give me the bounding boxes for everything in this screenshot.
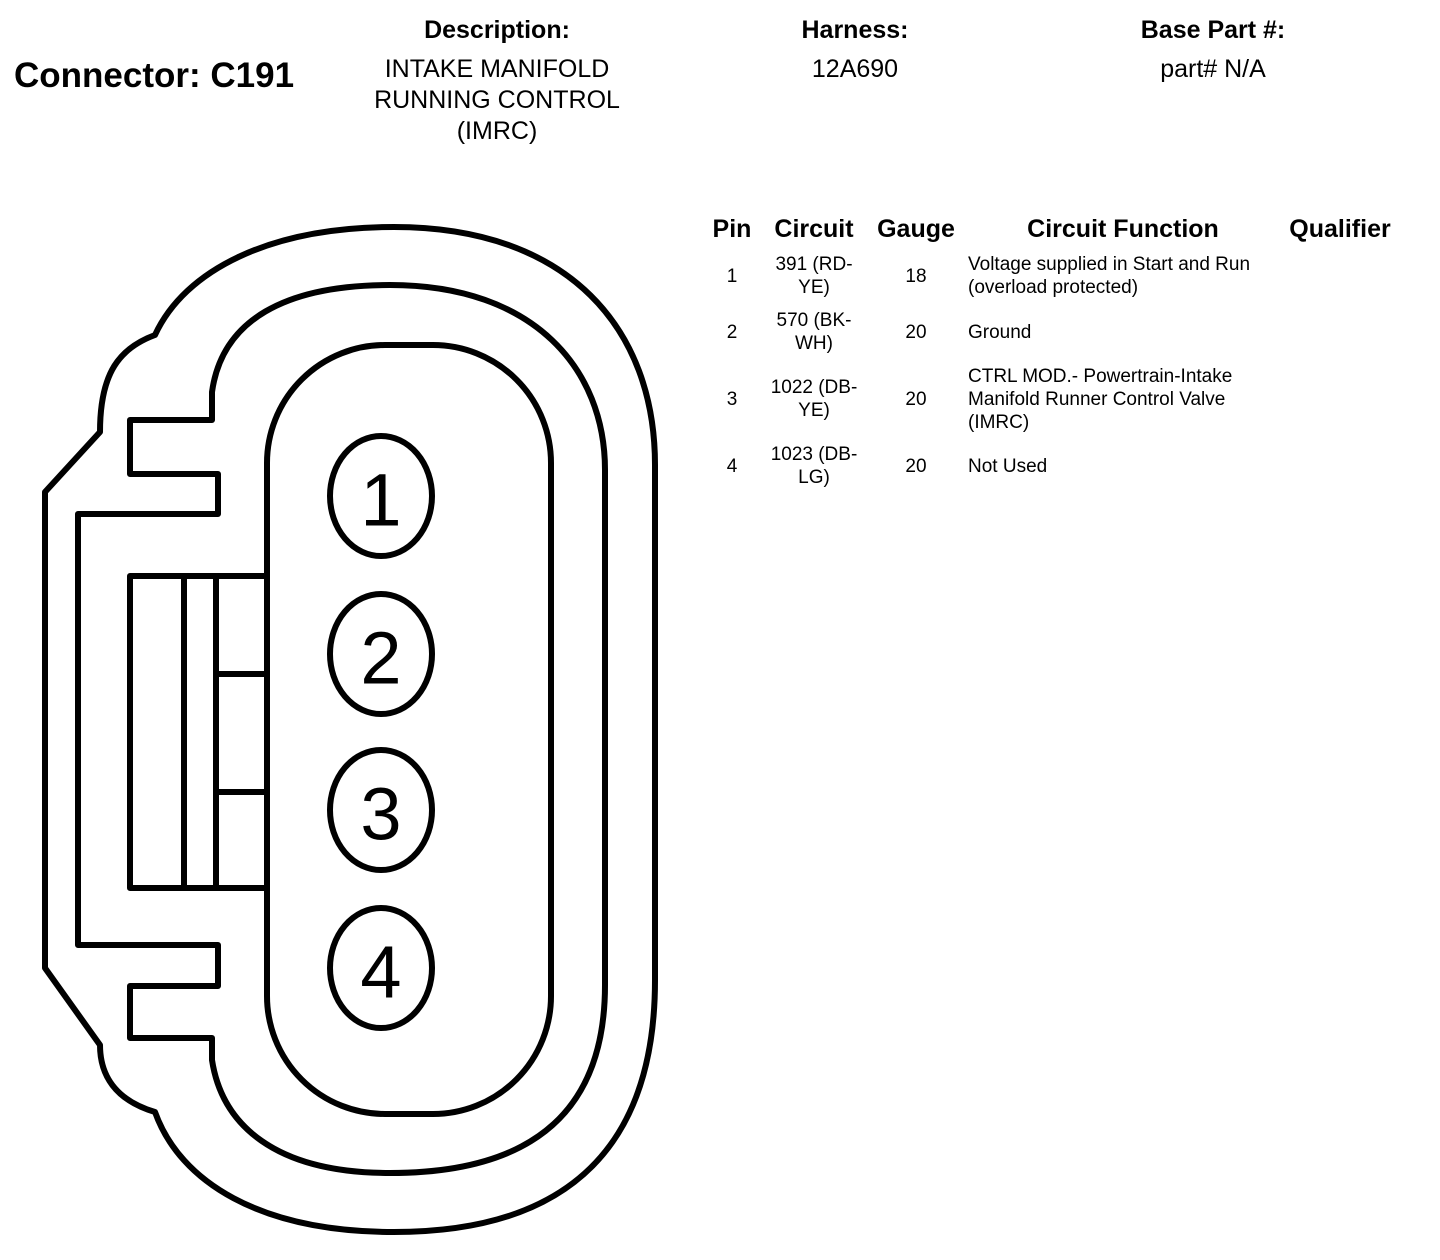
pin-3: 3 <box>327 747 435 873</box>
harness-label: Harness: <box>801 16 909 44</box>
cell-function: Ground <box>968 321 1032 343</box>
connector-face-diagram: 1 2 3 4 <box>42 224 658 1235</box>
header-circuit: Circuit <box>774 214 854 243</box>
description-line: INTAKE MANIFOLD <box>384 55 610 83</box>
base-part-label: Base Part #: <box>1140 16 1286 44</box>
cell-function: Voltage supplied in Start and Run (overl… <box>968 254 1251 298</box>
pin-4: 4 <box>327 905 435 1031</box>
cell-circuit: 391 (RD-YE) <box>760 248 868 304</box>
harness-block: Harness: 12A690 <box>755 15 955 85</box>
cell-pin: 3 <box>726 388 738 410</box>
cell-gauge: 20 <box>905 455 927 477</box>
cell-gauge: 20 <box>905 388 927 410</box>
table-row: 4 1023 (DB-LG) 20 Not Used <box>704 438 1402 494</box>
pin-1: 1 <box>327 433 435 559</box>
pin-2-label: 2 <box>360 617 401 700</box>
connector-title: Connector: C191 <box>14 56 295 95</box>
circuit-text: 1022 (DB-YE) <box>770 377 858 421</box>
cell-circuit: 570 (BK-WH) <box>760 304 868 360</box>
locking-latch <box>127 573 267 891</box>
table-row: 3 1022 (DB-YE) 20 CTRL MOD.- Powertrain-… <box>704 360 1402 438</box>
header-qualifier: Qualifier <box>1289 214 1391 243</box>
cell-circuit: 1023 (DB-LG) <box>760 438 868 494</box>
cell-pin: 1 <box>726 265 738 287</box>
pin-2-circle <box>327 591 435 717</box>
pin-3-label: 3 <box>360 773 401 856</box>
header-gauge: Gauge <box>877 214 955 243</box>
cell-pin: 4 <box>726 455 738 477</box>
table-row: 2 570 (BK-WH) 20 Ground <box>704 304 1402 360</box>
description-label: Description: <box>424 16 570 44</box>
connector-inner-outline <box>75 282 608 1176</box>
cell-gauge: 18 <box>905 265 927 287</box>
cell-pin: 2 <box>726 321 738 343</box>
cell-qualifier <box>1278 304 1402 360</box>
cell-function: Not Used <box>968 455 1048 477</box>
cell-circuit: 1022 (DB-YE) <box>760 360 868 438</box>
harness-value: 12A690 <box>811 55 899 83</box>
cell-qualifier <box>1278 248 1402 304</box>
cell-qualifier <box>1278 360 1402 438</box>
pin-3-circle <box>327 747 435 873</box>
pin-2: 2 <box>327 591 435 717</box>
cell-gauge: 20 <box>905 321 927 343</box>
header-function: Circuit Function <box>1027 214 1219 243</box>
table-row: 1 391 (RD-YE) 18 Voltage supplied in Sta… <box>704 248 1402 304</box>
base-part-value: part# N/A <box>1160 55 1266 83</box>
pinout-table: Pin Circuit Gauge Circuit Function Quali… <box>704 210 1402 494</box>
cell-function: CTRL MOD.- Powertrain-Intake Manifold Ru… <box>968 365 1233 433</box>
connector-housing-outline <box>42 224 658 1235</box>
base-part-block: Base Part #: part# N/A <box>1098 15 1328 85</box>
pin-4-label: 4 <box>360 931 401 1014</box>
circuit-text: 391 (RD-YE) <box>775 254 853 298</box>
pin-4-circle <box>327 905 435 1031</box>
description-line: RUNNING CONTROL <box>374 86 620 114</box>
table-header-row: Pin Circuit Gauge Circuit Function Quali… <box>704 210 1402 248</box>
pin-cavity-outline <box>264 342 554 1117</box>
pin-1-label: 1 <box>360 459 401 542</box>
circuit-text: 1023 (DB-LG) <box>770 444 858 488</box>
description-block: Description: INTAKE MANIFOLD RUNNING CON… <box>352 15 642 147</box>
header-pin: Pin <box>712 214 752 243</box>
cell-qualifier <box>1278 438 1402 494</box>
description-value: INTAKE MANIFOLD RUNNING CONTROL (IMRC) <box>352 54 642 147</box>
circuit-text: 570 (BK-WH) <box>776 310 852 354</box>
pin-1-circle <box>327 433 435 559</box>
description-line: (IMRC) <box>456 117 538 145</box>
